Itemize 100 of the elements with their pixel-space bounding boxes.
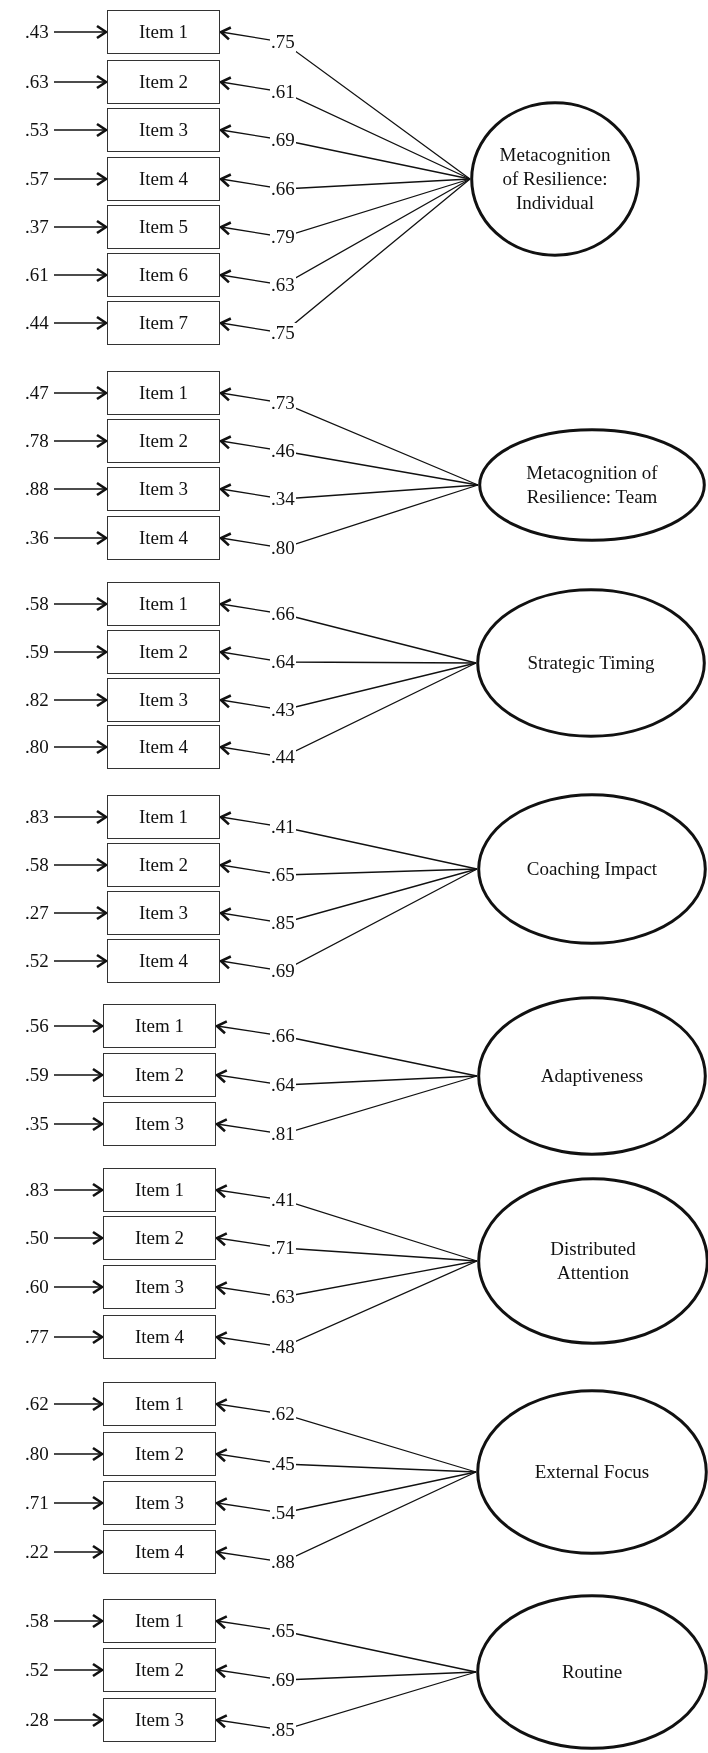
item-box: [107, 157, 220, 201]
factor-label: Adaptiveness: [539, 1064, 645, 1088]
item-box: [103, 1053, 216, 1097]
item-box: [103, 1432, 216, 1476]
arrow: [219, 26, 471, 180]
item-label: Item 7: [138, 312, 189, 334]
arrow: [215, 1664, 477, 1681]
item-label: Item 2: [138, 430, 189, 452]
item-box: [107, 843, 220, 887]
arrow: [219, 868, 478, 924]
item-box: [107, 795, 220, 839]
item-label: Item 4: [134, 1541, 185, 1563]
arrow: [215, 1471, 477, 1563]
arrow: [53, 1182, 104, 1198]
latent-factor-ellipse: [477, 996, 707, 1156]
item-box: [107, 419, 220, 463]
item-label: Item 1: [138, 21, 189, 43]
item-box: [107, 725, 220, 769]
arrow: [53, 385, 108, 401]
latent-factor-ellipse: [470, 101, 640, 257]
arrow: [219, 484, 479, 549]
item-label: Item 4: [138, 950, 189, 972]
arrow: [219, 483, 479, 500]
item-label: Item 2: [138, 641, 189, 663]
item-label: Item 1: [138, 593, 189, 615]
arrow: [53, 1446, 104, 1462]
arrow: [219, 868, 478, 972]
item-label: Item 1: [134, 1393, 185, 1415]
arrow: [53, 1662, 104, 1678]
arrow: [53, 809, 108, 825]
item-label: Item 2: [134, 1064, 185, 1086]
item-box: [103, 1216, 216, 1260]
item-label: Item 1: [138, 382, 189, 404]
item-box: [107, 60, 220, 104]
item-box: [103, 1698, 216, 1742]
item-label: Item 3: [134, 1709, 185, 1731]
arrow: [53, 1712, 104, 1728]
latent-factor-ellipse: [476, 1594, 708, 1750]
item-box: [107, 108, 220, 152]
item-label: Item 2: [138, 854, 189, 876]
item-box: [103, 1102, 216, 1146]
item-box: [107, 467, 220, 511]
item-box: [103, 1530, 216, 1574]
edge-label: .75: [270, 32, 296, 52]
arrow: [53, 644, 108, 660]
arrow: [53, 692, 108, 708]
item-label: Item 2: [138, 71, 189, 93]
arrow: [53, 596, 108, 612]
arrow: [215, 1448, 477, 1473]
item-label: Item 4: [138, 736, 189, 758]
item-box: [103, 1599, 216, 1643]
item-box: [107, 678, 220, 722]
arrow: [53, 739, 108, 755]
arrow: [219, 178, 471, 238]
item-label: Item 3: [134, 1276, 185, 1298]
edge-label: .61: [270, 82, 296, 102]
item-label: Item 5: [138, 216, 189, 238]
arrow: [53, 433, 108, 449]
arrow: [215, 1069, 478, 1086]
item-label: Item 4: [138, 527, 189, 549]
item-label: Item 1: [134, 1610, 185, 1632]
arrow: [53, 171, 108, 187]
item-box: [103, 1648, 216, 1692]
arrow: [53, 74, 108, 90]
item-box: [107, 301, 220, 345]
item-box: [107, 939, 220, 983]
arrow: [53, 1116, 104, 1132]
arrow: [219, 662, 477, 711]
arrow: [53, 1544, 104, 1560]
arrow: [215, 1671, 477, 1731]
arrow: [215, 1232, 478, 1262]
item-box: [107, 891, 220, 935]
factor-label: Metacognition of Resilience: Individual: [498, 143, 612, 215]
item-box: [107, 630, 220, 674]
arrow: [219, 76, 471, 180]
item-label: Item 1: [138, 806, 189, 828]
arrow: [53, 1067, 104, 1083]
latent-factor-ellipse: [478, 428, 706, 542]
latent-factor-ellipse: [476, 1389, 708, 1555]
factor-label: Distributed Attention: [549, 1237, 637, 1285]
item-label: Item 4: [138, 168, 189, 190]
item-box: [103, 1004, 216, 1048]
factor-label: Metacognition of Resilience: Team: [525, 461, 659, 509]
item-label: Item 1: [134, 1015, 185, 1037]
item-box: [103, 1265, 216, 1309]
arrow: [215, 1260, 478, 1348]
item-box: [107, 10, 220, 54]
arrow: [215, 1075, 478, 1135]
arrow: [53, 122, 108, 138]
item-label: Item 2: [134, 1227, 185, 1249]
arrow: [53, 1396, 104, 1412]
arrow: [53, 857, 108, 873]
item-label: Item 2: [134, 1659, 185, 1681]
arrow: [215, 1471, 477, 1514]
arrow: [53, 1329, 104, 1345]
factor-label: Strategic Timing: [526, 651, 656, 675]
latent-factor-ellipse: [477, 793, 707, 945]
item-label: Item 3: [134, 1492, 185, 1514]
item-label: Item 3: [138, 902, 189, 924]
item-box: [103, 1315, 216, 1359]
